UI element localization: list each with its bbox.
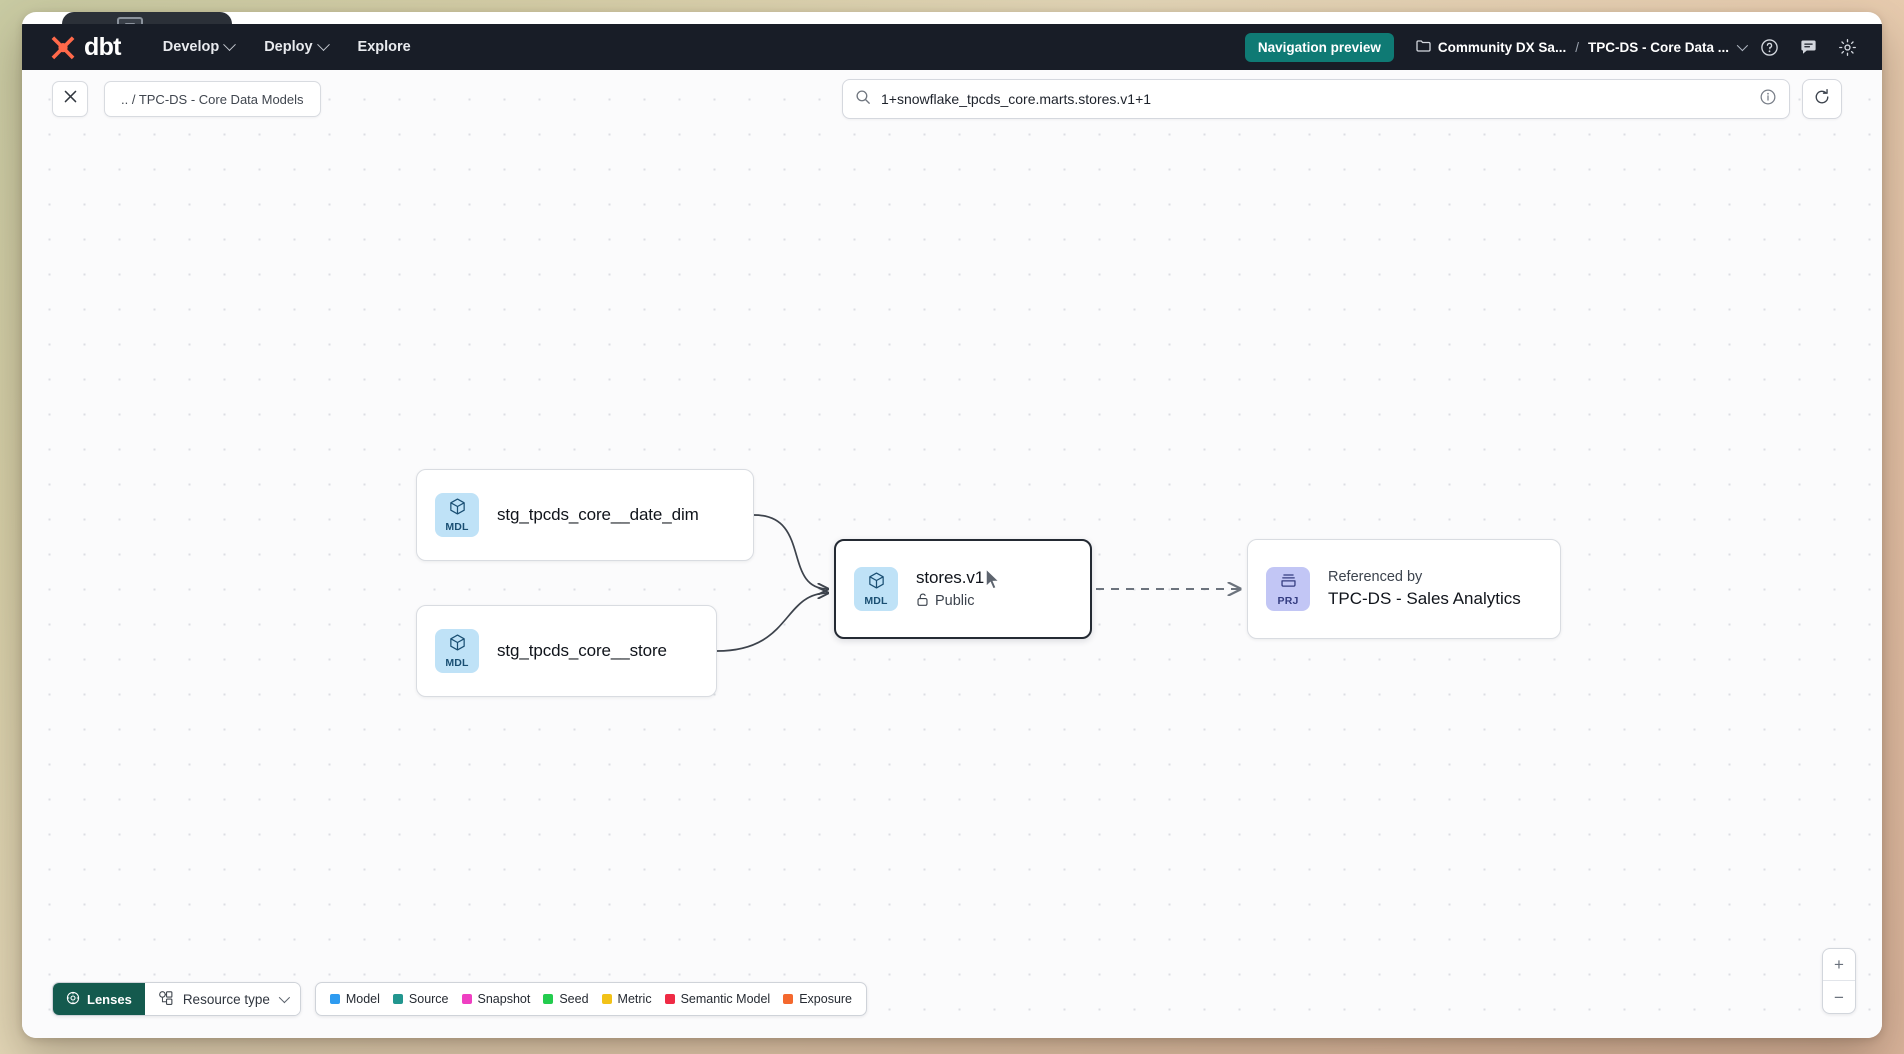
legend-item-snapshot[interactable]: Snapshot <box>461 992 531 1006</box>
node-access: Public <box>916 592 984 611</box>
folder-icon <box>1416 39 1431 55</box>
legend-item-seed[interactable]: Seed <box>543 992 589 1006</box>
node-text: stores.v1 Public <box>916 568 984 611</box>
node-title: stores.v1 <box>916 567 985 587</box>
legend-item-semantic-model[interactable]: Semantic Model <box>664 992 771 1006</box>
legend-swatch <box>543 994 554 1004</box>
legend-label: Metric <box>617 992 652 1006</box>
gear-icon[interactable] <box>1832 32 1862 62</box>
close-lineage-button[interactable] <box>52 81 88 117</box>
nav-item-explore[interactable]: Explore <box>348 33 421 61</box>
zoom-out-button[interactable]: − <box>1834 987 1844 1007</box>
model-badge: MDL <box>435 493 479 537</box>
chevron-down-icon <box>316 37 330 51</box>
nav-item-label: Deploy <box>264 39 313 55</box>
lineage-toolbar: .. / TPC-DS - Core Data Models <box>22 70 1882 128</box>
breadcrumb-separator: / <box>1575 39 1579 55</box>
top-navigation-right: Navigation preview Community DX Sa... / … <box>1244 32 1862 62</box>
top-navigation-bar: dbt Develop Deploy Explore Navigation pr… <box>22 24 1882 70</box>
node-text: stg_tpcds_core__store <box>497 641 667 661</box>
navigation-preview-badge[interactable]: Navigation preview <box>1244 32 1394 62</box>
legend-label: Model <box>345 992 380 1006</box>
legend-label: Semantic Model <box>680 992 771 1006</box>
node-title: TPC-DS - Sales Analytics <box>1328 589 1521 608</box>
cube-icon <box>867 571 886 595</box>
refresh-icon <box>1813 88 1831 111</box>
badge-label: PRJ <box>1277 595 1299 608</box>
cube-icon <box>448 497 467 521</box>
info-circle-icon[interactable] <box>1759 88 1777 111</box>
help-circle-icon[interactable] <box>1754 32 1784 62</box>
unlock-icon <box>916 592 929 611</box>
model-badge: MDL <box>435 629 479 673</box>
zoom-in-button[interactable]: + <box>1823 949 1855 981</box>
node-title: stg_tpcds_core__date_dim <box>497 505 699 524</box>
lens-icon <box>66 991 80 1008</box>
node-kicker: Referenced by <box>1328 569 1423 585</box>
chevron-down-icon <box>278 991 290 1004</box>
legend-swatch <box>664 994 675 1004</box>
close-icon <box>63 89 78 109</box>
legend-label: Exposure <box>799 992 853 1006</box>
lens-control-group: Lenses Resource type <box>52 982 301 1016</box>
chevron-down-icon <box>223 37 237 51</box>
model-badge: MDL <box>854 567 898 611</box>
project-stack-icon <box>1279 571 1298 595</box>
legend-item-source[interactable]: Source <box>392 992 449 1006</box>
dbt-logo[interactable]: dbt <box>49 33 121 61</box>
badge-label: MDL <box>445 521 469 534</box>
node-text: stg_tpcds_core__date_dim <box>497 505 699 525</box>
nav-item-label: Develop <box>162 39 220 55</box>
legend-swatch <box>392 994 403 1004</box>
nav-item-label: Explore <box>357 39 411 55</box>
account-name: Community DX Sa... <box>1437 39 1567 55</box>
cube-icon <box>448 633 467 657</box>
dbt-x-logo-icon <box>49 33 77 61</box>
legend-swatch <box>601 994 612 1004</box>
legend-item-model[interactable]: Model <box>329 992 380 1006</box>
badge-label: MDL <box>445 657 469 670</box>
lineage-bottom-bar: Lenses Resource type <box>52 982 868 1016</box>
nav-item-develop[interactable]: Develop <box>153 33 244 61</box>
resource-type-button[interactable]: Resource type <box>144 983 300 1015</box>
graph-node-stg-store[interactable]: MDL stg_tpcds_core__store <box>416 605 717 697</box>
lineage-graph-canvas[interactable]: MDL stg_tpcds_core__date_dim MDL stg_tpc… <box>22 70 1882 1038</box>
resource-type-label: Resource type <box>182 991 270 1007</box>
browser-window: dbt Develop Deploy Explore Navigation pr… <box>22 12 1882 1038</box>
breadcrumb[interactable]: .. / TPC-DS - Core Data Models <box>104 81 321 117</box>
lineage-search-area <box>842 79 1842 119</box>
legend-item-exposure[interactable]: Exposure <box>783 992 852 1006</box>
search-input[interactable] <box>881 91 1759 107</box>
node-title: stg_tpcds_core__store <box>497 641 667 660</box>
legend-item-metric[interactable]: Metric <box>601 992 652 1006</box>
node-text: Referenced by TPC-DS - Sales Analytics <box>1328 569 1521 609</box>
account-breadcrumb[interactable]: Community DX Sa... <box>1416 39 1566 55</box>
graph-node-stg-date-dim[interactable]: MDL stg_tpcds_core__date_dim <box>416 469 754 561</box>
lenses-label: Lenses <box>87 991 132 1007</box>
dbt-wordmark: dbt <box>84 32 121 61</box>
chevron-down-icon <box>1736 39 1749 52</box>
legend-swatch <box>329 994 340 1004</box>
feedback-icon[interactable] <box>1793 32 1823 62</box>
resource-type-icon <box>158 990 174 1009</box>
legend-swatch <box>461 994 472 1004</box>
project-breadcrumb[interactable]: TPC-DS - Core Data ... <box>1587 39 1749 55</box>
lenses-button[interactable]: Lenses <box>53 983 145 1015</box>
badge-label: MDL <box>864 595 888 608</box>
legend-swatch <box>783 994 794 1004</box>
zoom-controls: + − <box>1822 948 1856 1014</box>
nav-item-deploy[interactable]: Deploy <box>254 33 337 61</box>
access-label: Public <box>935 593 975 609</box>
graph-node-referenced-by-project[interactable]: PRJ Referenced by TPC-DS - Sales Analyti… <box>1247 539 1561 639</box>
search-box[interactable] <box>842 79 1790 119</box>
legend-label: Source <box>408 992 449 1006</box>
refresh-button[interactable] <box>1802 79 1842 119</box>
project-name: TPC-DS - Core Data ... <box>1587 39 1729 55</box>
legend-label: Snapshot <box>477 992 531 1006</box>
legend-label: Seed <box>559 992 589 1006</box>
search-icon <box>855 89 871 110</box>
project-badge: PRJ <box>1266 567 1310 611</box>
resource-type-legend: Model Source Snapshot Seed Metric <box>314 982 868 1016</box>
graph-node-stores-v1[interactable]: MDL stores.v1 Public <box>834 539 1092 639</box>
